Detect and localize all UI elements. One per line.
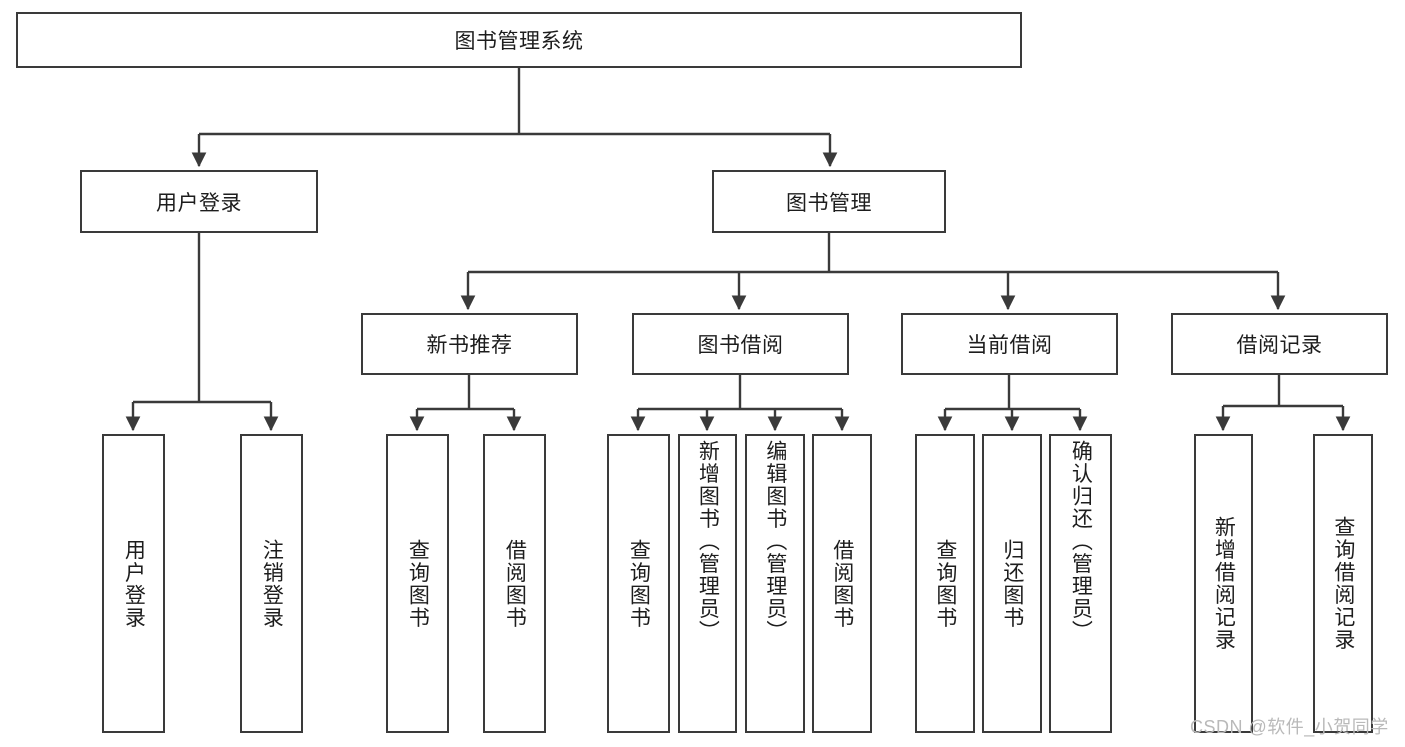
node-new-book-recommend-label: 新书推荐 — [426, 334, 513, 357]
node-leaf-borrow-book-1-label: 借阅图书 — [503, 538, 527, 629]
node-user-login-label: 用户登录 — [156, 191, 242, 215]
node-leaf-borrow-book-2-label: 借阅图书 — [830, 538, 854, 629]
node-current-borrow-label: 当前借阅 — [966, 334, 1053, 357]
node-leaf-add-record[interactable]: 新增借阅记录 — [1194, 434, 1253, 733]
node-book-borrow-label: 图书借阅 — [697, 334, 784, 357]
node-leaf-borrow-book-2[interactable]: 借阅图书 — [812, 434, 872, 733]
node-book-management-label: 图书管理 — [786, 191, 872, 215]
node-root-label: 图书管理系统 — [454, 30, 584, 53]
node-leaf-query-record[interactable]: 查询借阅记录 — [1313, 434, 1373, 733]
node-book-borrow[interactable]: 图书借阅 — [632, 313, 849, 375]
watermark: CSDN @软件_小贺同学 — [1190, 717, 1389, 737]
node-leaf-logout-label: 注销登录 — [260, 538, 284, 629]
node-leaf-add-book-label: 新增图书（管理员） — [696, 440, 720, 643]
node-leaf-query-record-label: 查询借阅记录 — [1331, 516, 1355, 651]
node-book-management[interactable]: 图书管理 — [712, 170, 946, 233]
node-leaf-query-book-2[interactable]: 查询图书 — [607, 434, 670, 733]
node-leaf-query-book-1-label: 查询图书 — [406, 538, 430, 629]
node-borrow-record[interactable]: 借阅记录 — [1171, 313, 1388, 375]
node-leaf-query-book-3-label: 查询图书 — [933, 538, 957, 629]
node-user-login[interactable]: 用户登录 — [80, 170, 318, 233]
node-leaf-query-book-3[interactable]: 查询图书 — [915, 434, 975, 733]
node-leaf-add-record-label: 新增借阅记录 — [1212, 516, 1236, 651]
node-leaf-confirm-return[interactable]: 确认归还（管理员） — [1049, 434, 1112, 733]
node-leaf-return-book-label: 归还图书 — [1000, 538, 1024, 629]
node-leaf-confirm-return-label: 确认归还（管理员） — [1069, 440, 1093, 643]
node-leaf-user-login[interactable]: 用户登录 — [102, 434, 165, 733]
node-leaf-borrow-book-1[interactable]: 借阅图书 — [483, 434, 546, 733]
node-leaf-user-login-label: 用户登录 — [122, 538, 146, 629]
node-current-borrow[interactable]: 当前借阅 — [901, 313, 1118, 375]
node-leaf-query-book-2-label: 查询图书 — [627, 538, 651, 629]
node-borrow-record-label: 借阅记录 — [1236, 334, 1323, 357]
node-leaf-return-book[interactable]: 归还图书 — [982, 434, 1042, 733]
node-leaf-edit-book[interactable]: 编辑图书（管理员） — [745, 434, 805, 733]
node-leaf-add-book[interactable]: 新增图书（管理员） — [678, 434, 737, 733]
node-leaf-logout[interactable]: 注销登录 — [240, 434, 303, 733]
node-root[interactable]: 图书管理系统 — [16, 12, 1022, 68]
node-leaf-edit-book-label: 编辑图书（管理员） — [763, 440, 787, 643]
node-new-book-recommend[interactable]: 新书推荐 — [361, 313, 578, 375]
node-leaf-query-book-1[interactable]: 查询图书 — [386, 434, 449, 733]
